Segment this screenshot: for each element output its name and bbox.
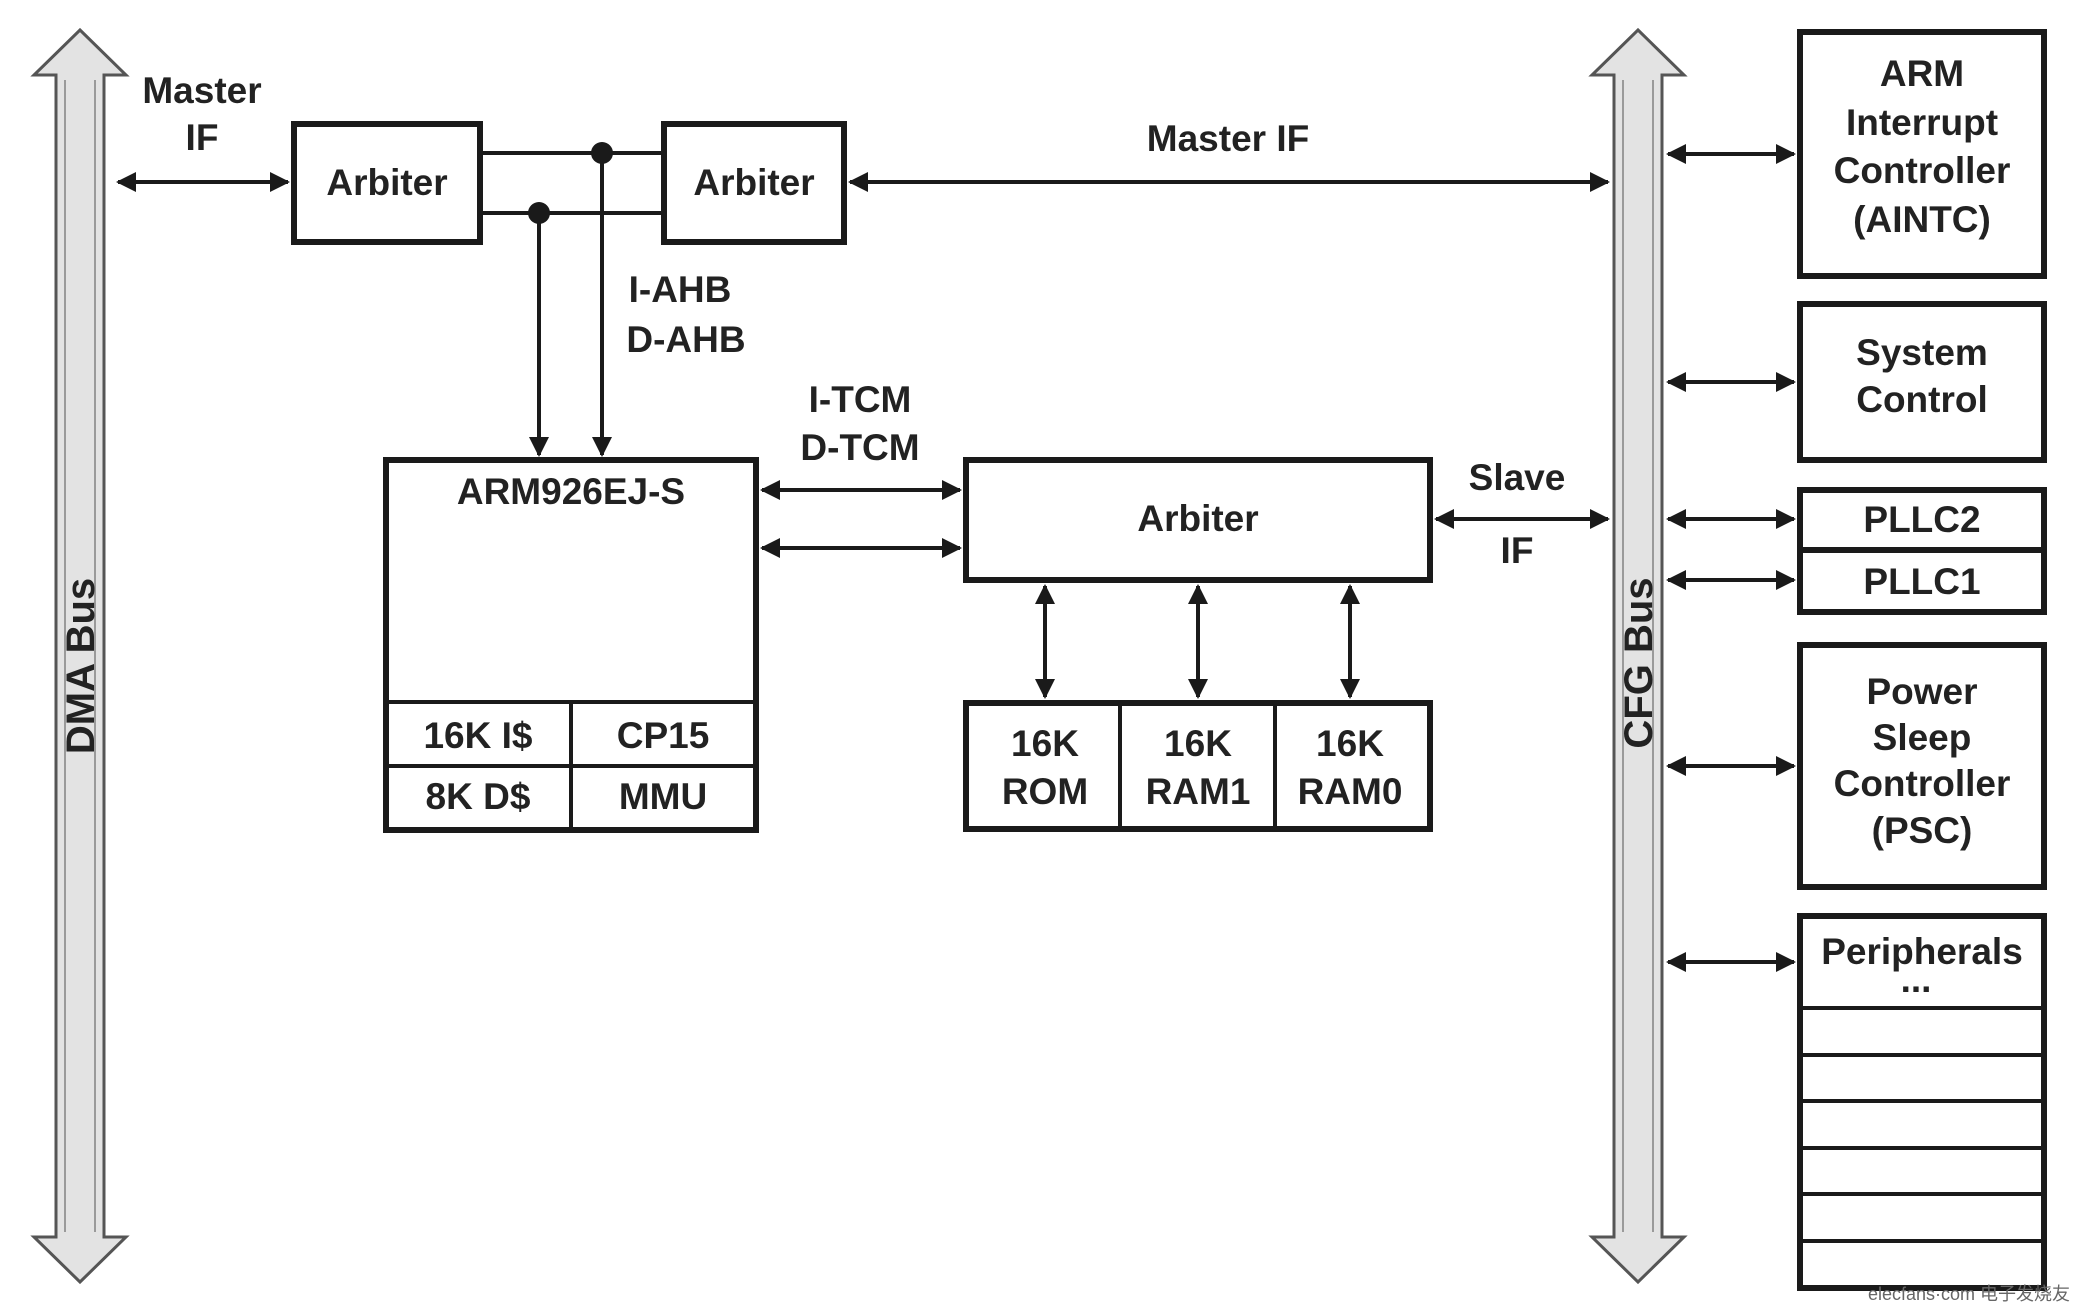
slave-if-label-1: Slave [1469, 457, 1566, 498]
arbiter-center [963, 457, 1433, 583]
system-control-line-2: Control [1856, 379, 1988, 420]
master-if-left-label-1: Master [142, 70, 261, 111]
arbiter-left [291, 121, 483, 245]
arbiter-right-label: Arbiter [693, 162, 814, 203]
master-if-top-label: Master IF [1147, 118, 1309, 159]
watermark: elecfans·com 电子发烧友 [1868, 1284, 2070, 1304]
mem-ram0-name: RAM0 [1298, 771, 1403, 812]
pllc2-block [1797, 487, 2047, 553]
cpu-cell-icache: 16K I$ [423, 715, 532, 756]
psc-block [1797, 642, 2047, 890]
mem-ram0-size: 16K [1316, 723, 1384, 764]
cpu-cell-dcache: 8K D$ [426, 776, 531, 817]
cfg-bus-label: CFG Bus [1617, 577, 1661, 748]
cpu-cell-mmu: MMU [619, 776, 707, 817]
aintc-block [1797, 29, 2047, 279]
cpu-cell-cp15: CP15 [617, 715, 710, 756]
cfg-bus: CFG Bus [1588, 27, 1688, 1285]
dma-bus-label: DMA Bus [59, 578, 103, 754]
peripherals-list: Peripherals ... [1797, 913, 2047, 1291]
aintc-line-2: Interrupt [1846, 102, 1998, 143]
cpu-title: ARM926EJ-S [457, 471, 685, 512]
system-control-block [1797, 301, 2047, 463]
master-if-left-label-2: IF [186, 117, 219, 158]
d-ahb-label: D-AHB [626, 319, 745, 360]
i-tcm-label: I-TCM [809, 379, 912, 420]
aintc-line-3: Controller [1834, 150, 2011, 191]
psc-line-2: Sleep [1873, 717, 1972, 758]
cpu-block: ARM926EJ-S 16K I$ CP15 8K D$ MMU [383, 457, 759, 833]
mem-ram1-name: RAM1 [1146, 771, 1251, 812]
mem-rom-name: ROM [1002, 771, 1088, 812]
d-tcm-label: D-TCM [800, 427, 919, 468]
pllc1-label: PLLC1 [1863, 561, 1980, 602]
arbiter-left-label: Arbiter [326, 162, 447, 203]
i-ahb-label: I-AHB [629, 269, 732, 310]
arbiter-right [661, 121, 847, 245]
aintc-line-1: ARM [1880, 53, 1964, 94]
peripherals-more: ... [1901, 959, 1932, 1000]
mem-ram1-size: 16K [1164, 723, 1232, 764]
system-control-line-1: System [1856, 332, 1988, 373]
psc-line-4: (PSC) [1872, 810, 1973, 851]
psc-line-1: Power [1866, 671, 1977, 712]
memory-blocks: 16K ROM 16K RAM1 16K RAM0 [963, 700, 1433, 832]
slave-if-label-2: IF [1501, 530, 1534, 571]
psc-line-3: Controller [1834, 763, 2011, 804]
pllc2-label: PLLC2 [1863, 499, 1980, 540]
pllc1-block [1797, 547, 2047, 615]
aintc-line-4: (AINTC) [1853, 199, 1991, 240]
arbiter-center-label: Arbiter [1137, 498, 1258, 539]
mem-rom-size: 16K [1011, 723, 1079, 764]
dma-bus: DMA Bus [30, 27, 130, 1285]
peripherals-title: Peripherals [1821, 931, 2023, 972]
